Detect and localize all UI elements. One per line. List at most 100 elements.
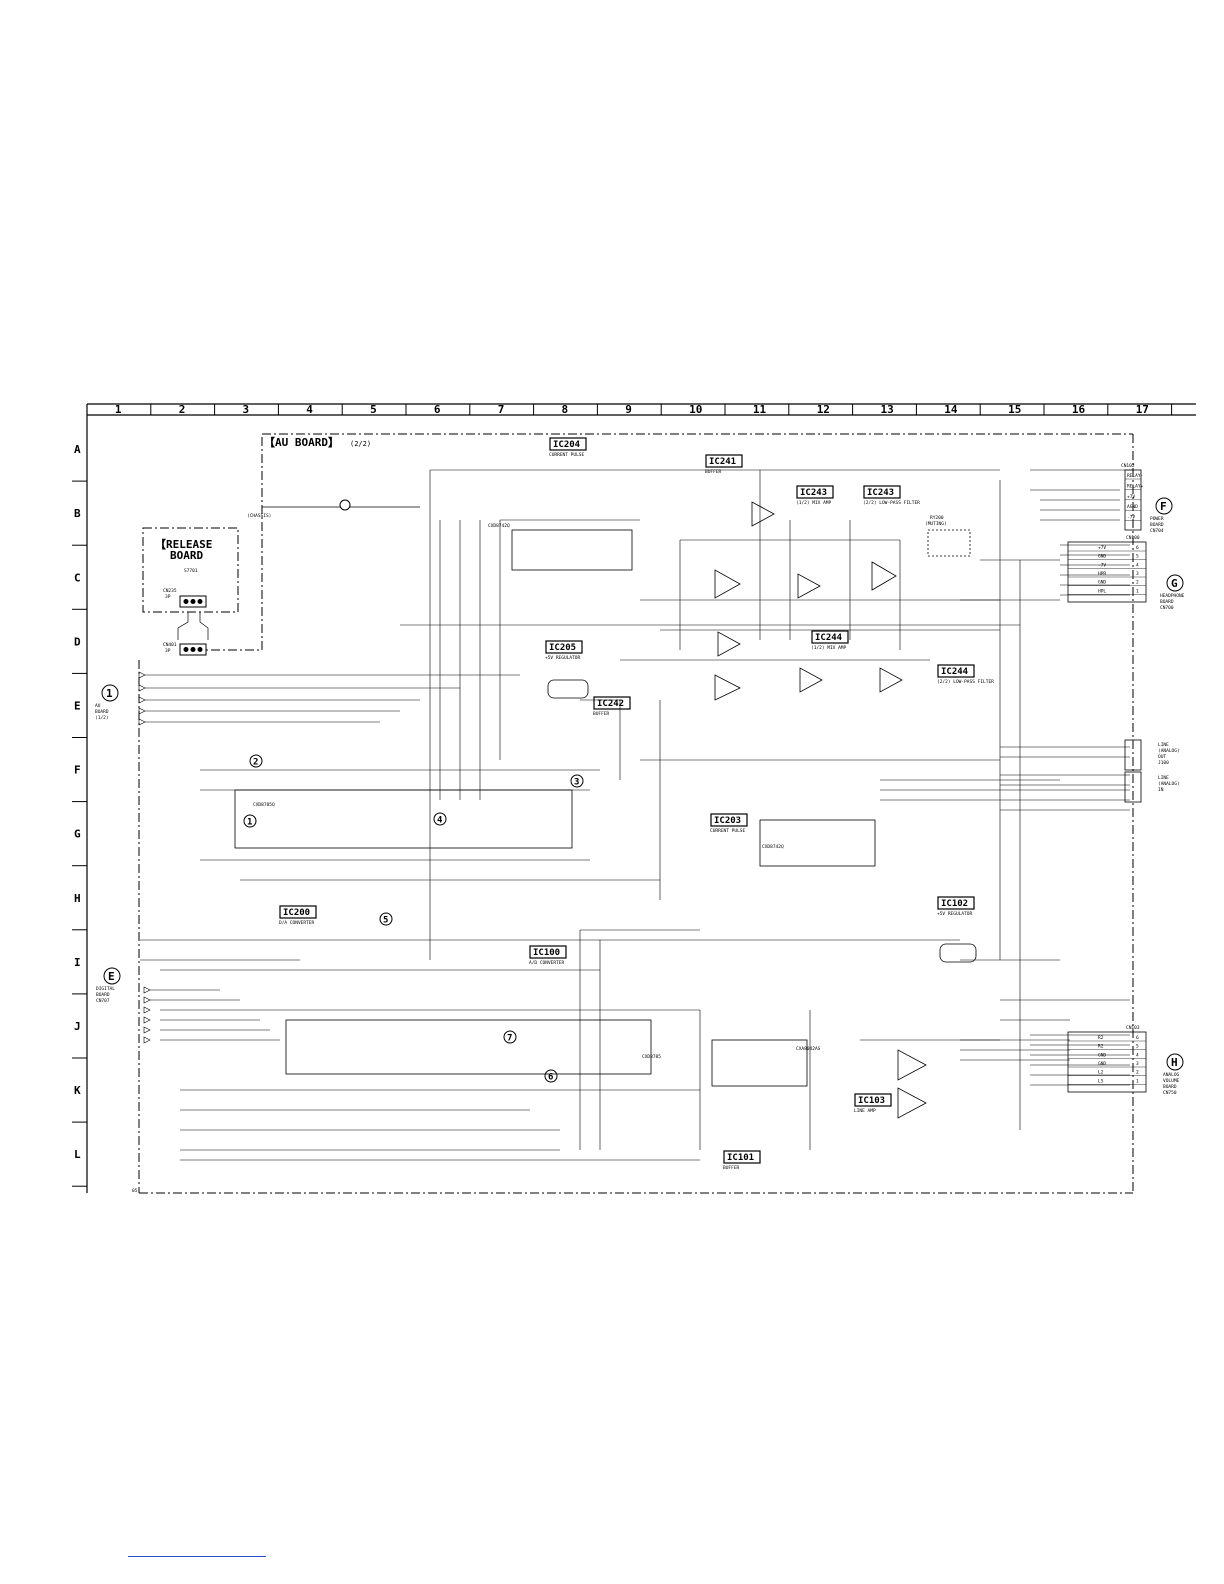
column-label-14: 14 (944, 403, 958, 416)
ic100-part: CXD8785 (642, 1054, 661, 1060)
pin-h-5: L5 (1098, 1078, 1104, 1084)
connector-local: CN102 (1121, 463, 1135, 469)
ic243a-label: IC243(1/2) MIX AMP (796, 485, 834, 506)
connector-name-part: (ANALOG) (1158, 781, 1180, 787)
circled-ref-2: 2 (249, 754, 263, 768)
wiring (140, 469, 1133, 1161)
ic200-name: IC200 (283, 908, 310, 918)
pin-number: 6 (1136, 545, 1139, 551)
pin-g-0: +7V (1098, 545, 1106, 551)
signal-arrows (138, 671, 151, 1044)
pin-number: 1 (1136, 588, 1139, 594)
ic244b-name: IC244 (941, 667, 969, 677)
column-label-9: 9 (625, 403, 632, 416)
pin-g-3: HPR (1098, 571, 1106, 577)
ic103-name: IC103 (858, 1096, 885, 1106)
ic101-part: CXA8042AS (796, 1046, 821, 1052)
ic205-function: +5V REGULATOR (545, 655, 581, 661)
pin-g-4: GND (1098, 580, 1106, 586)
ic242-function: BUFFER (593, 711, 610, 717)
circled-ref-3: 3 (570, 774, 584, 788)
column-label-12: 12 (817, 403, 830, 416)
column-label-3: 3 (243, 403, 250, 416)
release-board: 【RELEASE BOARD S7701 CN235 3P CN401 3P (142, 527, 239, 656)
ic242-name: IC242 (597, 699, 624, 709)
cn401-label: CN401 (163, 642, 177, 648)
column-label-2: 2 (179, 403, 186, 416)
svg-text:7: 7 (507, 1034, 512, 1044)
ic203-part: CXD8742Q (762, 844, 784, 850)
switch-label: S7701 (184, 568, 198, 574)
row-label-G: G (74, 828, 81, 841)
ic103-function: LINE AMP (854, 1108, 876, 1114)
pin-g-2: -7V (1098, 562, 1106, 568)
column-label-10: 10 (689, 403, 702, 416)
connector-letter: H (1171, 1056, 1178, 1069)
connector-f: RELAY-RELAY++7VAGND-7VFPOWERBOARDCN704CN… (1121, 463, 1173, 534)
connector-letter: E (108, 970, 115, 983)
connector-name-part: AU (95, 703, 101, 709)
chassis-label: (CHASSIS) (247, 513, 271, 519)
column-label-5: 5 (370, 403, 377, 416)
ic241-name: IC241 (709, 457, 736, 467)
ic205-name: IC205 (549, 643, 576, 653)
column-label-17: 17 (1136, 403, 1149, 416)
circled-ref-5: 5 (379, 912, 393, 926)
ic243b-function: (2/2) LOW-PASS FILTER (863, 500, 920, 506)
relay-label: RY200 (930, 515, 944, 521)
connector-cn: CN750 (1163, 1090, 1177, 1096)
svg-text:2: 2 (253, 758, 258, 768)
ic200-function: D/A CONVERTER (279, 920, 315, 926)
column-label-1: 1 (115, 403, 122, 416)
circled-ref-6: 6 (544, 1069, 558, 1083)
release-board-title-2: BOARD (170, 549, 203, 562)
connectors: RELAY-RELAY++7VAGND-7VFPOWERBOARDCN704CN… (95, 463, 1185, 1096)
connector-name-part: DIGITAL (96, 986, 115, 992)
ic102-function: +5V REGULATOR (937, 911, 973, 917)
pin-f-4: -7V (1127, 515, 1135, 521)
svg-text:6: 6 (548, 1073, 553, 1083)
pin-h-2: GND (1098, 1052, 1106, 1058)
row-label-L: L (74, 1148, 81, 1161)
ic204-name: IC204 (553, 440, 581, 450)
regulators (547, 679, 977, 963)
footer-code: 05 (132, 1188, 138, 1194)
row-label-I: I (74, 956, 81, 969)
pin-h-0: R2 (1098, 1035, 1104, 1041)
cn401-pins: 3P (165, 648, 171, 654)
ic203-name: IC203 (714, 816, 741, 826)
ic100-function: A/D CONVERTER (529, 960, 565, 966)
pin-g-5: HPL (1098, 588, 1106, 594)
column-label-16: 16 (1072, 403, 1086, 416)
ic244a-function: (1/2) MIX AMP (811, 645, 847, 651)
ic244b-function: (2/2) LOW-PASS FILTER (937, 679, 994, 685)
column-label-7: 7 (498, 403, 505, 416)
ic205-label: IC205 +5V REGULATOR (545, 640, 583, 661)
ic244a-name: IC244 (815, 633, 843, 643)
row-label-J: J (74, 1020, 81, 1033)
column-label-8: 8 (562, 403, 569, 416)
board-title: 【AU BOARD】 (264, 436, 339, 449)
column-label-4: 4 (306, 403, 313, 416)
pin-number: 3 (1136, 1061, 1139, 1067)
connector-name-part: IN (1158, 787, 1164, 793)
svg-text:1: 1 (247, 818, 252, 828)
pin-h-3: GND (1098, 1061, 1106, 1067)
column-label-6: 6 (434, 403, 441, 416)
ic102-label: IC102+5V REGULATOR (937, 896, 975, 917)
row-label-H: H (74, 892, 81, 905)
ic243a-name: IC243 (800, 488, 827, 498)
ic243b-label: IC243(2/2) LOW-PASS FILTER (863, 485, 920, 506)
release-board-title-1: 【RELEASE (155, 538, 212, 551)
